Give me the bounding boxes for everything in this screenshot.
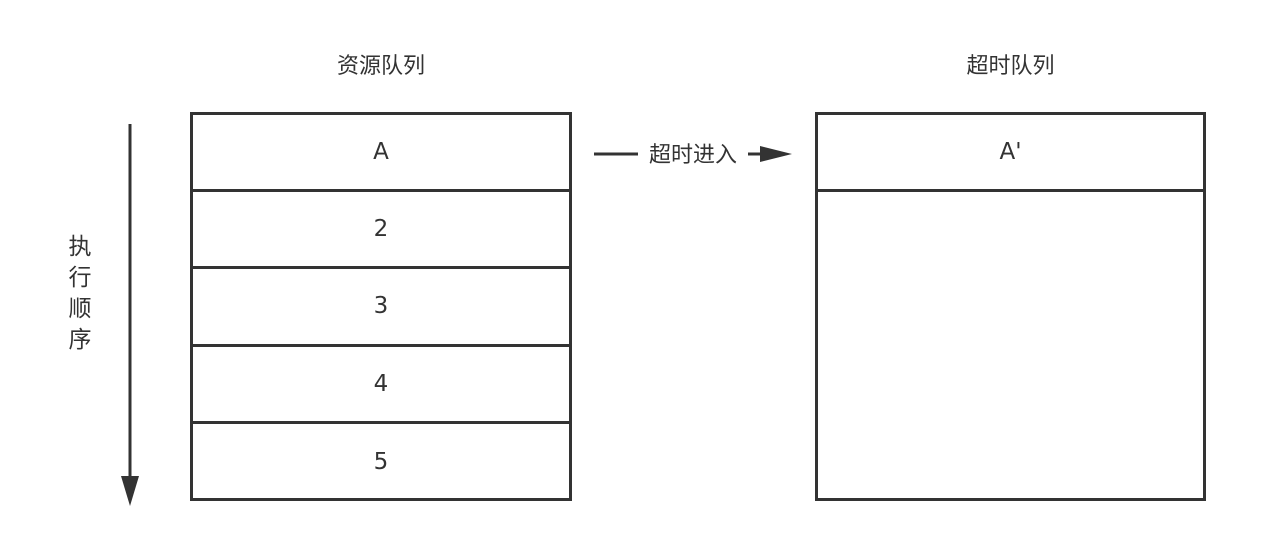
order-arrow-head	[121, 476, 139, 506]
resource-queue-item: A	[193, 115, 569, 193]
timeout-queue-empty-area	[818, 192, 1203, 498]
resource-queue-item: 2	[193, 192, 569, 270]
execution-order-arrow	[121, 124, 139, 506]
timeout-enter-label: 超时进入	[638, 140, 748, 172]
execution-order-char: 顺	[68, 296, 92, 322]
execution-order-char: 行	[68, 265, 92, 291]
resource-queue-item: 3	[193, 269, 569, 347]
timeout-queue: A'	[815, 112, 1206, 501]
enter-arrow-head	[760, 146, 792, 162]
resource-queue-item: 5	[373, 449, 389, 476]
execution-order-label: 执 行 顺 序	[58, 232, 102, 356]
timeout-queue-item: A'	[818, 115, 1203, 192]
resource-queue-title: 资源队列	[336, 54, 425, 79]
execution-order-char: 序	[68, 327, 92, 353]
resource-queue-item: 4	[193, 347, 569, 424]
execution-order-char: 执	[68, 234, 92, 260]
timeout-queue-title: 超时队列	[966, 54, 1055, 79]
resource-queue: A 2 3 4 5	[190, 112, 572, 501]
